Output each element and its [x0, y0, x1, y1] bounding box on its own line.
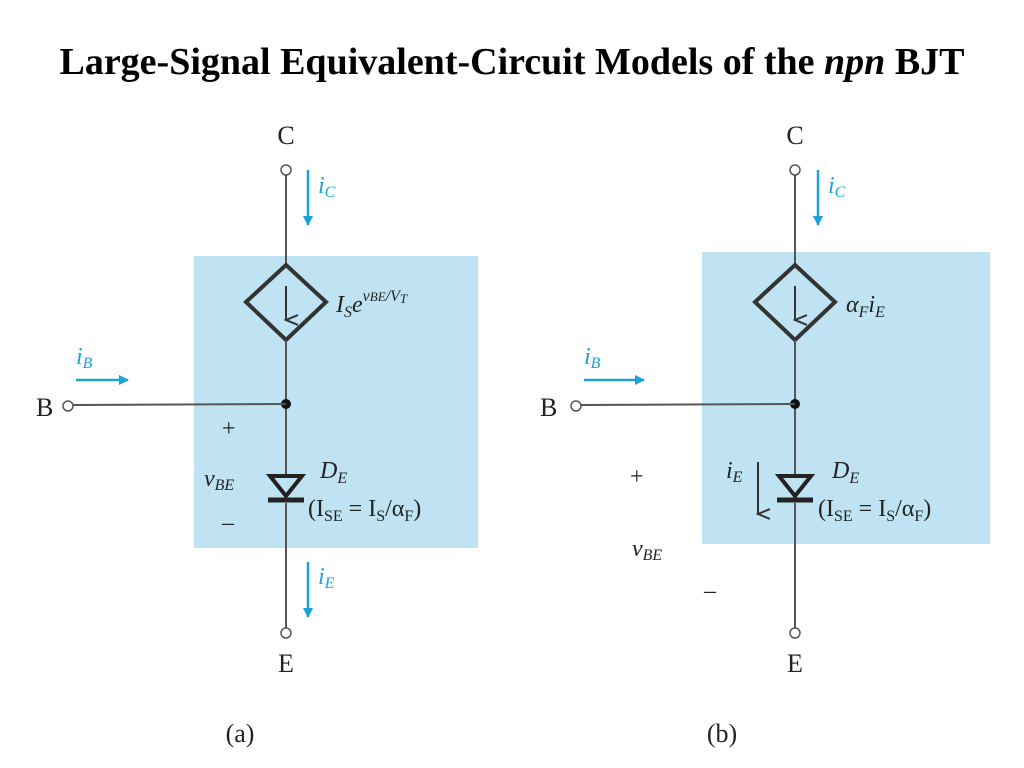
emitter-terminal[interactable] — [280, 627, 292, 639]
slide-title: Large-Signal Equivalent-Circuit Models o… — [59, 41, 965, 83]
vbe-plus: + — [222, 416, 236, 442]
collector-terminal[interactable] — [789, 164, 801, 176]
vbe-label: vBE — [632, 536, 662, 564]
ic-label: iC — [828, 173, 846, 201]
source-label: αFiE — [846, 292, 885, 321]
vbe-label: vBE — [204, 466, 234, 494]
ie-internal-label: iE — [726, 458, 743, 486]
collector-label: C — [786, 121, 803, 150]
emitter-label: E — [278, 649, 294, 678]
vbe-minus: – — [221, 510, 235, 536]
caption-a: (a) — [226, 719, 255, 748]
ib-label: iB — [76, 344, 93, 372]
base-terminal[interactable] — [570, 400, 582, 412]
base-label: B — [540, 393, 557, 422]
collector-terminal[interactable] — [280, 164, 292, 176]
ic-label: iC — [318, 173, 336, 201]
base-wire — [580, 403, 796, 406]
model-a-shaded-region — [194, 256, 478, 548]
emitter-terminal[interactable] — [789, 627, 801, 639]
diode-equation: (ISE = IS/αF) — [818, 496, 931, 525]
model-a: C iC ISevBE/VT B iB + vBE – DE (ISE = IS… — [36, 121, 478, 748]
diode-name: DE — [319, 458, 347, 487]
source-label: ISevBE/VT — [335, 288, 408, 321]
diode-equation: (ISE = IS/αF) — [308, 496, 421, 525]
caption-b: (b) — [707, 719, 737, 748]
ie-label: iE — [318, 564, 335, 592]
model-b-shaded-region — [702, 252, 990, 544]
base-wire — [72, 403, 287, 406]
vbe-minus: – — [703, 578, 717, 604]
emitter-label: E — [787, 649, 803, 678]
base-label: B — [36, 393, 53, 422]
collector-label: C — [277, 121, 294, 150]
model-b: C iC αFiE B iB + vBE – iE DE (ISE = IS/α… — [540, 121, 990, 748]
diode-icon — [265, 474, 307, 500]
diode-icon — [774, 474, 816, 500]
base-terminal[interactable] — [62, 400, 74, 412]
ib-label: iB — [584, 344, 601, 372]
diode-name: DE — [831, 458, 859, 487]
vbe-plus: + — [630, 464, 644, 490]
